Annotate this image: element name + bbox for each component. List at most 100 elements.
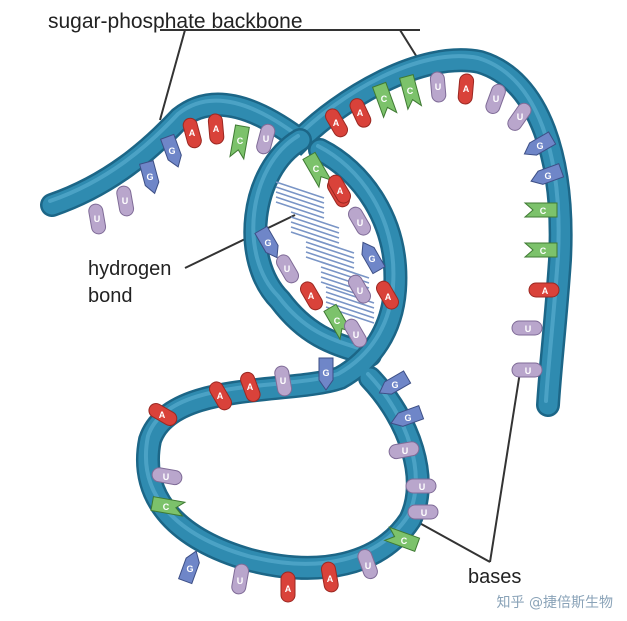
base-letter: U [94, 214, 101, 224]
base-a: A [325, 108, 348, 138]
base-letter: A [337, 186, 344, 196]
base-a: A [240, 371, 261, 402]
base-u: U [357, 549, 378, 580]
base-letter: U [435, 82, 442, 92]
hydrogen-bond-label-line1: hydrogen [88, 258, 172, 280]
base-a: A [300, 281, 323, 311]
base-letter: G [168, 146, 175, 156]
hydrogen-bond-line [320, 261, 370, 279]
base-a: A [457, 73, 475, 105]
base-u: U [511, 362, 543, 378]
base-a: A [209, 381, 232, 411]
hydrogen-bond-label-line2: bond [88, 285, 133, 307]
base-a: A [182, 117, 202, 149]
base-letter: U [402, 446, 409, 456]
base-letter: G [146, 172, 153, 182]
base-c: C [371, 81, 398, 119]
base-letter: C [313, 164, 320, 174]
base-c: C [383, 526, 421, 553]
hydrogen-bond-leader-line [184, 214, 296, 269]
base-letter: G [404, 413, 411, 423]
hydrogen-bond-line [275, 196, 325, 214]
base-letter: A [357, 108, 364, 118]
base-a: A [207, 113, 225, 145]
base-letter: U [163, 472, 170, 482]
hydrogen-bond-line [290, 216, 340, 234]
base-a: A [148, 403, 178, 426]
base-c: C [150, 496, 187, 517]
base-letter: U [280, 376, 287, 386]
base-letter: A [333, 118, 340, 128]
hydrogen-bond-line [305, 236, 355, 254]
base-letter: U [353, 330, 360, 340]
hydrogen-bond-line [325, 296, 375, 314]
leader-lines [159, 29, 521, 563]
base-letter: G [322, 368, 329, 378]
base-letter: G [391, 380, 398, 390]
backbone-ribbon-0 [42, 50, 571, 415]
base-letter: C [334, 316, 341, 326]
base-a: A [528, 282, 560, 298]
base-letter: G [186, 564, 193, 574]
hydrogen-bond-line [290, 211, 340, 229]
base-letter: A [247, 382, 254, 392]
base-g: G [378, 370, 412, 395]
hydrogen-bond-line [305, 246, 355, 264]
base-letter: G [264, 238, 271, 248]
base-letter: A [285, 584, 292, 594]
hydrogen-bond-line [305, 241, 355, 259]
base-u: U [388, 441, 420, 460]
base-g: G [361, 241, 386, 275]
base-u: U [348, 206, 371, 236]
bases-group: UUGGAACUAACCUAUUGGCCAUUCAGUACAUGUAUAAUGA… [88, 71, 565, 603]
base-letter: C [540, 206, 547, 216]
backbone-ribbon-2 [138, 140, 428, 578]
sugar-phosphate-backbone [40, 48, 573, 580]
hydrogen-bonds [275, 181, 375, 324]
base-a: A [376, 280, 399, 310]
hydrogen-bond-line [275, 186, 325, 204]
base-letter: U [421, 508, 428, 518]
base-letter: C [237, 136, 244, 146]
base-c: C [523, 202, 558, 218]
base-letter: G [536, 141, 543, 151]
base-c: C [399, 74, 423, 111]
base-g: G [390, 404, 425, 427]
base-letter: C [163, 502, 170, 512]
base-letter: A [217, 391, 224, 401]
base-a: A [280, 571, 296, 603]
base-a: A [349, 98, 372, 128]
base-letter: C [407, 86, 414, 96]
base-u: U [344, 318, 367, 348]
base-letter: U [122, 196, 129, 206]
hydrogen-bond-line [275, 191, 325, 209]
base-letter: A [327, 574, 334, 584]
base-letter: A [213, 124, 220, 134]
base-g: G [318, 357, 334, 391]
base-g: G [523, 131, 557, 156]
base-letter: U [284, 264, 291, 274]
hydrogen-bond-line [290, 221, 340, 239]
base-letter: U [525, 366, 532, 376]
base-c: C [229, 124, 250, 161]
base-letter: U [365, 561, 372, 571]
base-letter: U [237, 576, 244, 586]
base-g: G [139, 160, 160, 195]
base-u: U [507, 102, 532, 131]
base-letter: G [544, 171, 551, 181]
hydrogen-bond-line [325, 301, 375, 319]
base-letter: U [263, 134, 270, 144]
base-letter: G [368, 254, 375, 264]
base-u: U [151, 467, 183, 486]
hydrogen-bond-line [325, 291, 375, 309]
base-u: U [407, 504, 439, 520]
base-u: U [429, 71, 447, 103]
base-g: G [177, 550, 200, 585]
base-letter: U [357, 286, 364, 296]
base-letter: A [385, 292, 392, 302]
base-letter: U [357, 218, 364, 228]
base-u: U [511, 320, 543, 336]
base-u: U [485, 83, 506, 114]
base-u: U [231, 563, 250, 595]
